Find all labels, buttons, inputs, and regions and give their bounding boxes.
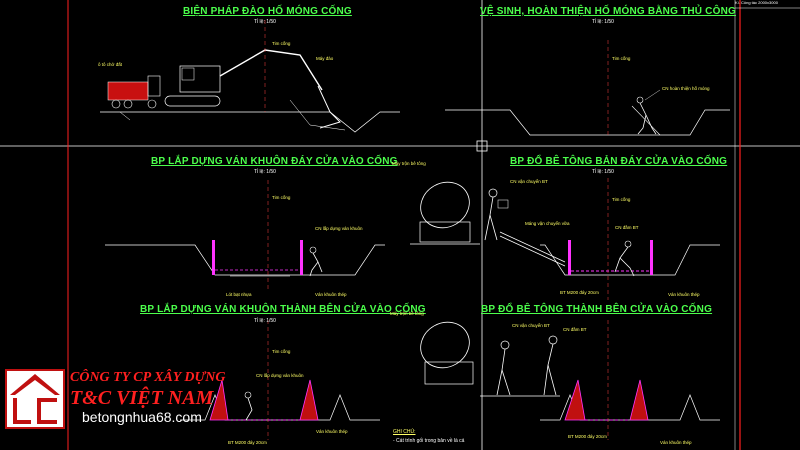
title-finishing: VỆ SINH, HOÀN THIỆN HỐ MÓNG BẰNG THỦ CÔN… [480, 6, 736, 17]
label-concrete-spec-1: BT M200 đáy 20cm [560, 290, 599, 295]
scale-label-1: Tỉ lệ: 1/50 [254, 19, 276, 25]
label-steel-form-1: Ván khuôn thép [315, 292, 347, 297]
panel-concrete-slab [410, 178, 720, 300]
panel-formwork-side [180, 320, 380, 440]
label-formwork-worker-2: CN lắp dựng ván khuôn [256, 373, 304, 378]
scale-label-2: Tỉ lệ: 1/50 [592, 19, 614, 25]
panel-concrete-side [420, 320, 720, 440]
label-concrete-spec-3: BT M200 đáy 20cm [568, 434, 607, 439]
label-chute: Máng vận chuyển vữa [525, 221, 570, 226]
label-tim-cong-3: Tim cống [272, 195, 291, 200]
label-tim-cong-1: Tim cống [272, 41, 291, 46]
title-formwork-bottom: BP LẮP DỰNG VÁN KHUÔN ĐÁY CỬA VÀO CỐNG [151, 156, 398, 167]
label-finishing-worker: CN hoàn thiện hố móng [662, 86, 710, 91]
scale-label-3: Tỉ lệ: 1/50 [254, 169, 276, 175]
scale-label-4: Tỉ lệ: 1/50 [592, 169, 614, 175]
company-website: betongnhua68.com [82, 409, 202, 425]
label-excavator: Máy đào [316, 56, 334, 61]
label-mixer-1: Máy trộn bê tông [392, 161, 426, 166]
title-formwork-side: BP LẮP DỰNG VÁN KHUÔN THÀNH BÊN CỬA VÀO … [140, 304, 426, 315]
top-note: Kí. Công tác 2000x3000 [735, 0, 778, 5]
title-concrete-slab: BP ĐỔ BÊ TÔNG BẢN ĐÁY CỬA VÀO CỐNG [510, 156, 728, 167]
label-truck: ô tô chở đất [98, 62, 122, 67]
label-transport-worker-2: CN vận chuyển BT [512, 323, 550, 328]
label-tim-cong-2: Tim cống [612, 56, 631, 61]
label-mixer-2: Máy trộn bê tông [390, 311, 424, 316]
label-tim-cong-4: Tim cống [612, 197, 631, 202]
label-steel-form-3: Ván khuôn thép [316, 429, 348, 434]
company-logo-icon [5, 369, 65, 429]
notes-heading: GHI CHÚ: [393, 429, 416, 435]
panel-formwork-bottom [105, 180, 385, 290]
label-transport-worker-1: CN vận chuyển BT [510, 179, 548, 184]
label-steel-form-2: Ván khuôn thép [668, 292, 700, 297]
label-tim-cong-5: Tim cống [272, 349, 291, 354]
title-concrete-side: BP ĐỔ BÊ TÔNG THÀNH BÊN CỬA VÀO CỐNG [481, 304, 713, 315]
company-name-line1: CÔNG TY CP XÂY DỰNG [70, 370, 226, 385]
scale-label-5: Tỉ lệ: 1/50 [254, 318, 276, 324]
notes-text: - Cát trình gối trong bản về là cá [393, 438, 465, 444]
company-name-line2: T&C VIỆT NAM [70, 387, 214, 409]
panel-finishing [445, 40, 730, 136]
label-steel-form-4: Ván khuôn thép [660, 440, 692, 445]
label-compact-worker-2: CN đầm BT [563, 327, 587, 332]
panel-excavation [100, 20, 400, 133]
title-excavation: BIỆN PHÁP ĐÀO HỐ MÓNG CỐNG [183, 6, 352, 17]
label-compact-worker-1: CN đầm BT [615, 225, 639, 230]
label-concrete-spec-2: BT M200 đáy 20cm [228, 440, 267, 445]
label-formwork-worker-1: CN lắp dựng ván khuôn [315, 226, 363, 231]
crosshair-pickbox [476, 140, 488, 152]
label-plastic-liner-1: Lót bạt nhựa [226, 292, 252, 297]
